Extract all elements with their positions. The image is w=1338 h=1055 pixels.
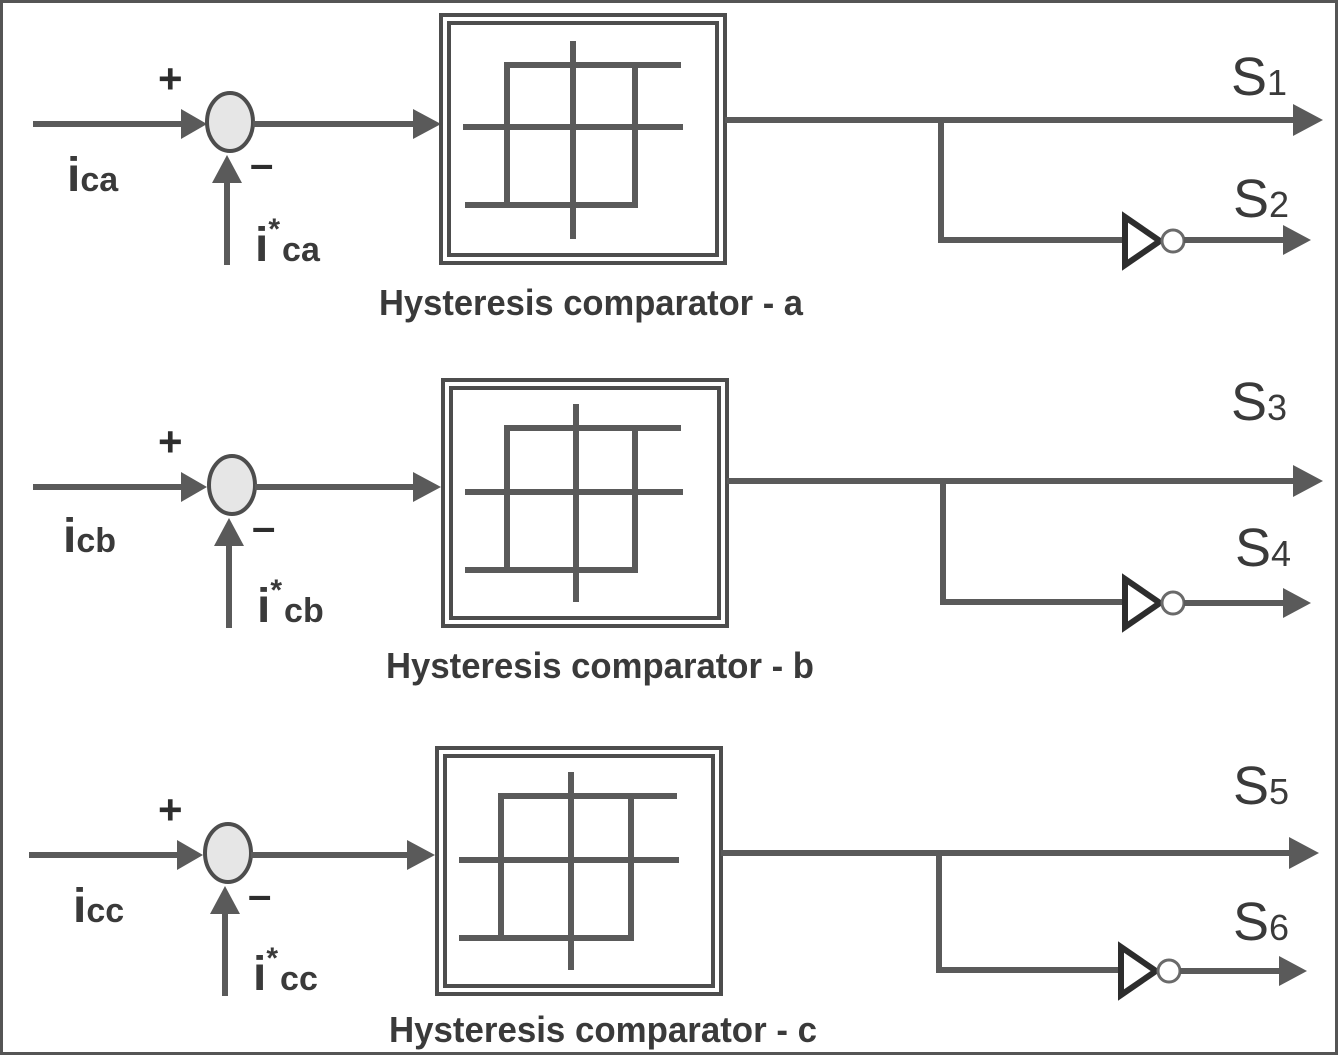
inverter-bubble <box>1160 228 1186 254</box>
input-current-label: ica <box>67 149 119 202</box>
inverter-bubble <box>1160 590 1186 616</box>
output-arrow-bottom <box>1283 225 1311 255</box>
hysteresis-comparator-block <box>439 13 727 265</box>
output-arrow-bottom <box>1279 956 1307 986</box>
input-arrow <box>181 472 207 502</box>
minus-sign: – <box>248 871 271 918</box>
stage-a: + – ica i*ca Hysteresis comparator - a <box>33 13 1323 323</box>
output-arrow-top <box>1289 837 1319 869</box>
output-label-top: S1 <box>1231 47 1287 107</box>
reference-arrow <box>210 886 240 914</box>
stage-c: + – icc i*cc Hysteresis comparator - c S… <box>29 746 1319 1050</box>
branch-wire <box>936 853 1119 973</box>
output-label-top: S3 <box>1231 372 1287 432</box>
input-current-label: icc <box>73 880 124 933</box>
inverter-symbol <box>1118 941 1162 1001</box>
reference-current-label: i*cb <box>257 574 324 633</box>
output-arrow-top <box>1293 104 1323 136</box>
inverter-bubble <box>1156 958 1182 984</box>
plus-sign: + <box>158 418 183 465</box>
inverter-symbol <box>1122 573 1166 633</box>
hysteresis-loop-icon <box>459 796 634 941</box>
reference-current-label: i*cc <box>253 942 318 1001</box>
input-arrow <box>181 109 207 139</box>
minus-sign: – <box>250 140 273 187</box>
branch-wire <box>940 481 1123 605</box>
comparator-caption: Hysteresis comparator - a <box>379 282 804 323</box>
input-current-label: icb <box>63 510 116 563</box>
reference-current-label: i*ca <box>255 213 321 272</box>
comparator-caption: Hysteresis comparator - b <box>386 645 814 686</box>
output-arrow-top <box>1293 465 1323 497</box>
reference-arrow <box>214 518 244 546</box>
output-label-top: S5 <box>1233 756 1289 816</box>
summing-junction <box>207 454 257 516</box>
output-label-bottom: S2 <box>1233 169 1289 229</box>
error-arrow <box>413 472 441 502</box>
error-arrow <box>407 840 435 870</box>
error-arrow <box>413 109 441 139</box>
plus-sign: + <box>158 55 183 102</box>
stage-b: + – icb i*cb Hysteresis comparator - b S… <box>33 372 1323 686</box>
plus-sign: + <box>158 786 183 833</box>
hysteresis-comparator-block <box>441 378 729 628</box>
minus-sign: – <box>252 503 275 550</box>
input-arrow <box>177 840 203 870</box>
branch-wire <box>938 120 1123 243</box>
output-label-bottom: S6 <box>1233 892 1289 952</box>
hysteresis-comparator-block <box>435 746 723 996</box>
reference-arrow <box>212 155 242 183</box>
output-arrow-bottom <box>1283 588 1311 618</box>
inverter-symbol <box>1122 211 1166 271</box>
summing-junction <box>203 822 253 884</box>
comparator-caption: Hysteresis comparator - c <box>389 1009 817 1050</box>
hysteresis-loop-icon <box>465 428 638 573</box>
summing-junction <box>205 91 255 153</box>
hysteresis-loop-icon <box>465 65 638 208</box>
output-label-bottom: S4 <box>1235 518 1291 578</box>
diagram-canvas: + – ica i*ca Hysteresis comparator - a <box>29 13 1323 1050</box>
